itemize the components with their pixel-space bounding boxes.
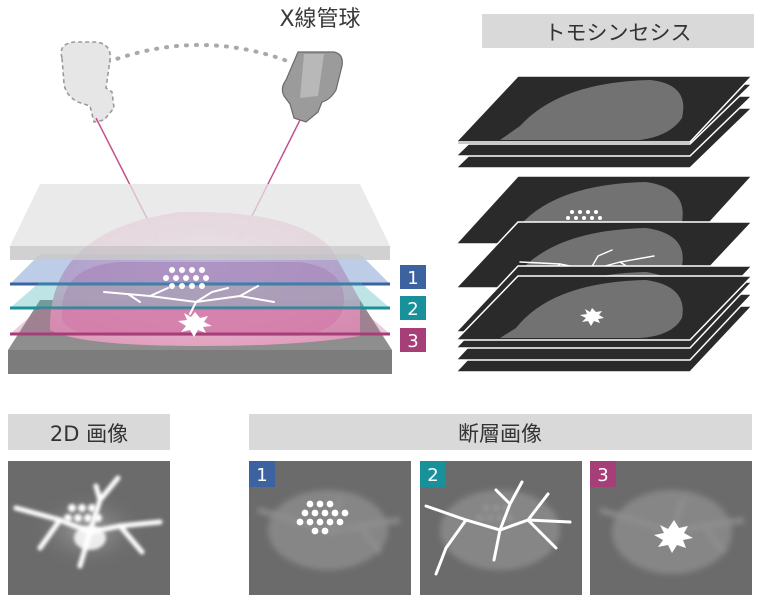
- compression-paddle: [10, 184, 390, 260]
- tomosynthesis-header: トモシンセシス: [545, 21, 692, 45]
- image-2d-header: 2D 画像: [50, 422, 128, 446]
- duct-structure: [103, 285, 275, 315]
- svg-text:3: 3: [407, 331, 418, 352]
- tube-path-arc: [106, 43, 292, 64]
- tomo-image-panel-3: 3: [590, 461, 752, 595]
- image-2d-header-box: [8, 414, 170, 450]
- microcalcification-cluster: [163, 267, 209, 289]
- svg-text:2: 2: [407, 299, 418, 320]
- slice-badge-1: 1: [400, 265, 426, 289]
- tomo-image-panel-1: 1: [249, 461, 411, 595]
- image-2d-panel: [8, 461, 170, 595]
- tomographic-header: 断層画像: [458, 422, 542, 446]
- slice-stack-top: [454, 75, 754, 169]
- slice-badge-2: 2: [400, 296, 426, 320]
- tomo-image-panel-2: 2: [420, 461, 582, 595]
- slice-plane-2: [10, 282, 390, 310]
- xray-tube-label: X線管球: [279, 7, 360, 32]
- slice-badge-3: 3: [400, 328, 426, 352]
- slice-stack-bottom: [454, 275, 754, 373]
- tomo-image-label-3: 3: [597, 465, 608, 486]
- lesion-star: [178, 312, 212, 337]
- tomo-image-label-1: 1: [256, 465, 267, 486]
- xray-tube-ghost-icon: [60, 41, 115, 123]
- tomographic-header-box: [249, 414, 752, 450]
- xray-tube-icon: [281, 51, 343, 123]
- tomo-lesion-star: [654, 520, 693, 553]
- svg-text:1: 1: [407, 268, 418, 289]
- tomosynthesis-header-box: [482, 14, 754, 48]
- tomo-image-label-2: 2: [427, 465, 438, 486]
